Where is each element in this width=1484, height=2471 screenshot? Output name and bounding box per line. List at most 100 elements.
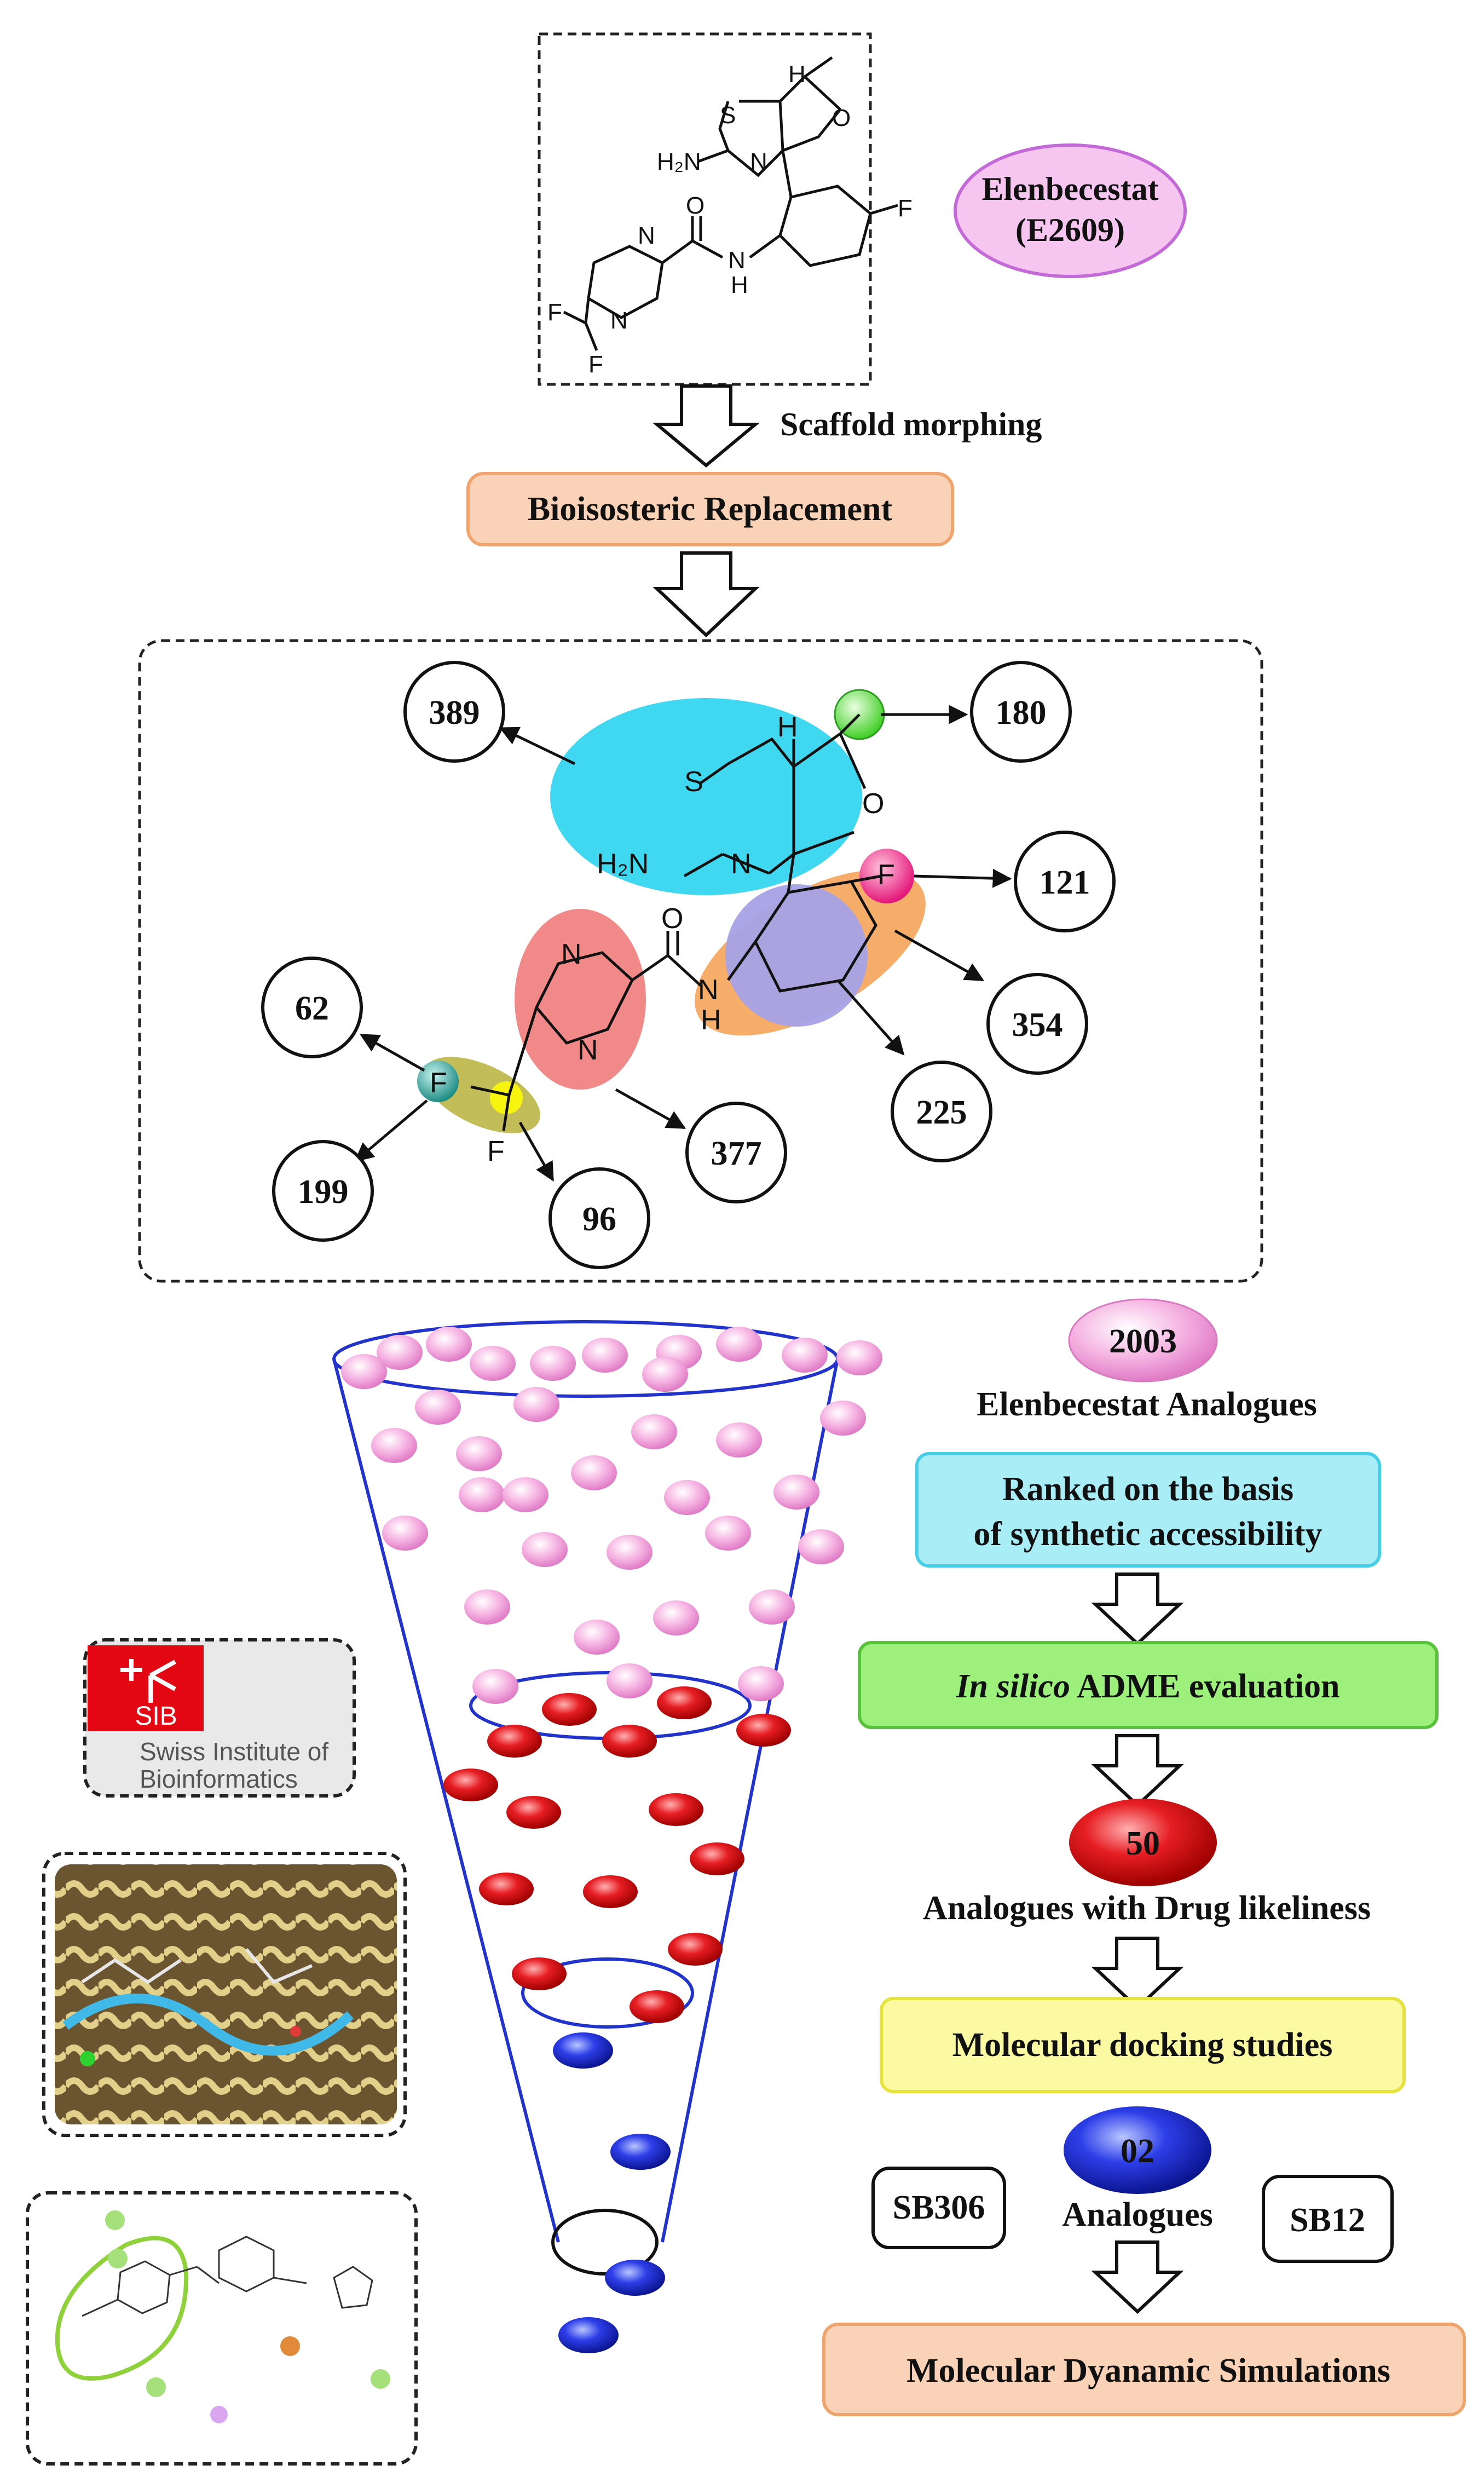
atom-F-mid: F bbox=[877, 859, 895, 891]
scaffold-morphing-label: Scaffold morphing bbox=[780, 406, 1042, 442]
svg-text:180: 180 bbox=[996, 694, 1047, 731]
drug-name: Elenbecestat bbox=[981, 171, 1158, 207]
down-arrow-2 bbox=[653, 551, 760, 638]
blue-bubble bbox=[610, 2134, 671, 2170]
down-arrow-1 bbox=[652, 384, 760, 468]
atom-F2-mid: F bbox=[487, 1136, 505, 1167]
count-2003-badge: 2003 bbox=[1068, 1298, 1218, 1383]
svg-text:225: 225 bbox=[916, 1094, 967, 1131]
sib-red-square bbox=[88, 1645, 204, 1731]
blue-bubble bbox=[605, 2260, 665, 2296]
middle-dashed-frame bbox=[138, 639, 1263, 1283]
atom-NH2-mid: H₂N bbox=[597, 848, 649, 880]
pink-bubble bbox=[705, 1516, 751, 1551]
pink-bubble bbox=[415, 1390, 461, 1425]
pink-bubble bbox=[456, 1436, 502, 1471]
site-377: 377 bbox=[685, 1102, 787, 1203]
sb12-box: SB12 bbox=[1262, 2175, 1394, 2263]
atom-O-amide-top: O bbox=[686, 192, 705, 219]
pyrazine-region bbox=[515, 909, 646, 1090]
svg-text:121: 121 bbox=[1040, 864, 1090, 901]
atom-NH-H-mid: H bbox=[701, 1004, 721, 1036]
svg-text:SB306: SB306 bbox=[893, 2189, 985, 2226]
atom-S-top: S bbox=[720, 102, 736, 129]
pink-bubble bbox=[836, 1340, 882, 1375]
pink-bubble bbox=[716, 1422, 762, 1458]
atom-N-pyr2-mid: N bbox=[578, 1034, 598, 1066]
site-354: 354 bbox=[986, 973, 1088, 1075]
sib-logo-panel: SIB Swiss Institute of Bioinformatics bbox=[83, 1638, 356, 1798]
drug-likeliness-label: Analogues with Drug likeliness bbox=[923, 1890, 1371, 1927]
teal-site bbox=[417, 1061, 459, 1102]
pink-bubble bbox=[749, 1589, 795, 1625]
pink-bubble bbox=[820, 1401, 866, 1436]
red-bubble bbox=[690, 1842, 744, 1875]
interaction-outline bbox=[55, 2236, 189, 2381]
red-bubble bbox=[736, 1714, 791, 1747]
cyan-region bbox=[550, 698, 862, 895]
pink-bubble bbox=[642, 1357, 688, 1392]
svg-text:2003: 2003 bbox=[1109, 1323, 1177, 1360]
svg-text:96: 96 bbox=[582, 1201, 616, 1238]
pink-bubble bbox=[459, 1477, 505, 1512]
red-bubble bbox=[657, 1686, 712, 1719]
atom-O-amide-mid: O bbox=[661, 903, 683, 935]
red-bubble bbox=[602, 1725, 657, 1758]
pink-bubble bbox=[798, 1529, 844, 1564]
atom-F2-top: F bbox=[588, 351, 603, 378]
site-180: 180 bbox=[970, 661, 1072, 763]
red-bubble bbox=[649, 1793, 703, 1826]
sb306-box: SB306 bbox=[871, 2167, 1006, 2249]
atom-NH-top: N bbox=[728, 247, 746, 274]
site-225: 225 bbox=[891, 1061, 992, 1162]
atom-N-top: N bbox=[750, 148, 767, 175]
pink-bubble bbox=[664, 1480, 710, 1515]
pink-bubble bbox=[382, 1516, 428, 1551]
atom-NH-mid: N bbox=[698, 974, 719, 1006]
atom-NH-H-top: H bbox=[731, 272, 748, 298]
pink-bubble bbox=[782, 1338, 828, 1373]
atom-F-top: F bbox=[898, 195, 913, 222]
drug-code: (E2609) bbox=[1015, 212, 1125, 248]
pink-bubble bbox=[377, 1335, 423, 1370]
down-arrow-3 bbox=[1091, 1573, 1184, 1646]
interaction-2d-panel bbox=[26, 2191, 418, 2466]
ranked-line1: Ranked on the basis bbox=[1002, 1471, 1294, 1508]
atom-S-mid: S bbox=[684, 766, 703, 798]
pink-bubble bbox=[574, 1620, 620, 1655]
atom-H-top: H bbox=[788, 61, 806, 88]
yellow-site bbox=[490, 1081, 523, 1114]
adme-box: In silico ADME evaluation bbox=[858, 1641, 1439, 1729]
pink-bubble bbox=[522, 1532, 568, 1567]
atom-F1-mid: F bbox=[430, 1067, 447, 1099]
down-arrow-5 bbox=[1091, 1937, 1184, 2011]
blue-bubble bbox=[558, 2317, 619, 2353]
svg-text:354: 354 bbox=[1012, 1006, 1063, 1044]
atom-F1-top: F bbox=[547, 299, 562, 326]
red-bubble bbox=[479, 1873, 534, 1905]
red-bubble bbox=[443, 1769, 498, 1801]
md-label: Molecular Dyanamic Simulations bbox=[906, 2352, 1390, 2389]
sib-line1: Swiss Institute of bbox=[140, 1737, 328, 1766]
bioisosteric-label: Bioisosteric Replacement bbox=[528, 491, 893, 528]
elenbecestat-label: Elenbecestat (E2609) bbox=[954, 143, 1187, 278]
pink-bubble bbox=[513, 1387, 559, 1422]
site-389: 389 bbox=[403, 661, 505, 763]
red-bubble bbox=[668, 1933, 723, 1966]
red-bubble bbox=[630, 1990, 684, 2023]
svg-text:50: 50 bbox=[1126, 1825, 1160, 1862]
docking-box: Molecular docking studies bbox=[880, 1997, 1406, 2093]
down-arrow-6 bbox=[1091, 2240, 1184, 2314]
svg-text:389: 389 bbox=[429, 694, 480, 731]
svg-text:SB12: SB12 bbox=[1290, 2202, 1365, 2239]
pink-bubble bbox=[607, 1663, 653, 1698]
svg-text:62: 62 bbox=[295, 990, 329, 1027]
atom-O-top: O bbox=[832, 105, 851, 131]
ranked-line2: of synthetic accessibility bbox=[973, 1516, 1322, 1553]
pink-bubble bbox=[738, 1666, 784, 1701]
pink-bubble bbox=[631, 1414, 677, 1449]
site-62: 62 bbox=[261, 957, 363, 1058]
svg-text:02: 02 bbox=[1121, 2133, 1154, 2170]
sib-line2: Bioinformatics bbox=[140, 1765, 298, 1793]
